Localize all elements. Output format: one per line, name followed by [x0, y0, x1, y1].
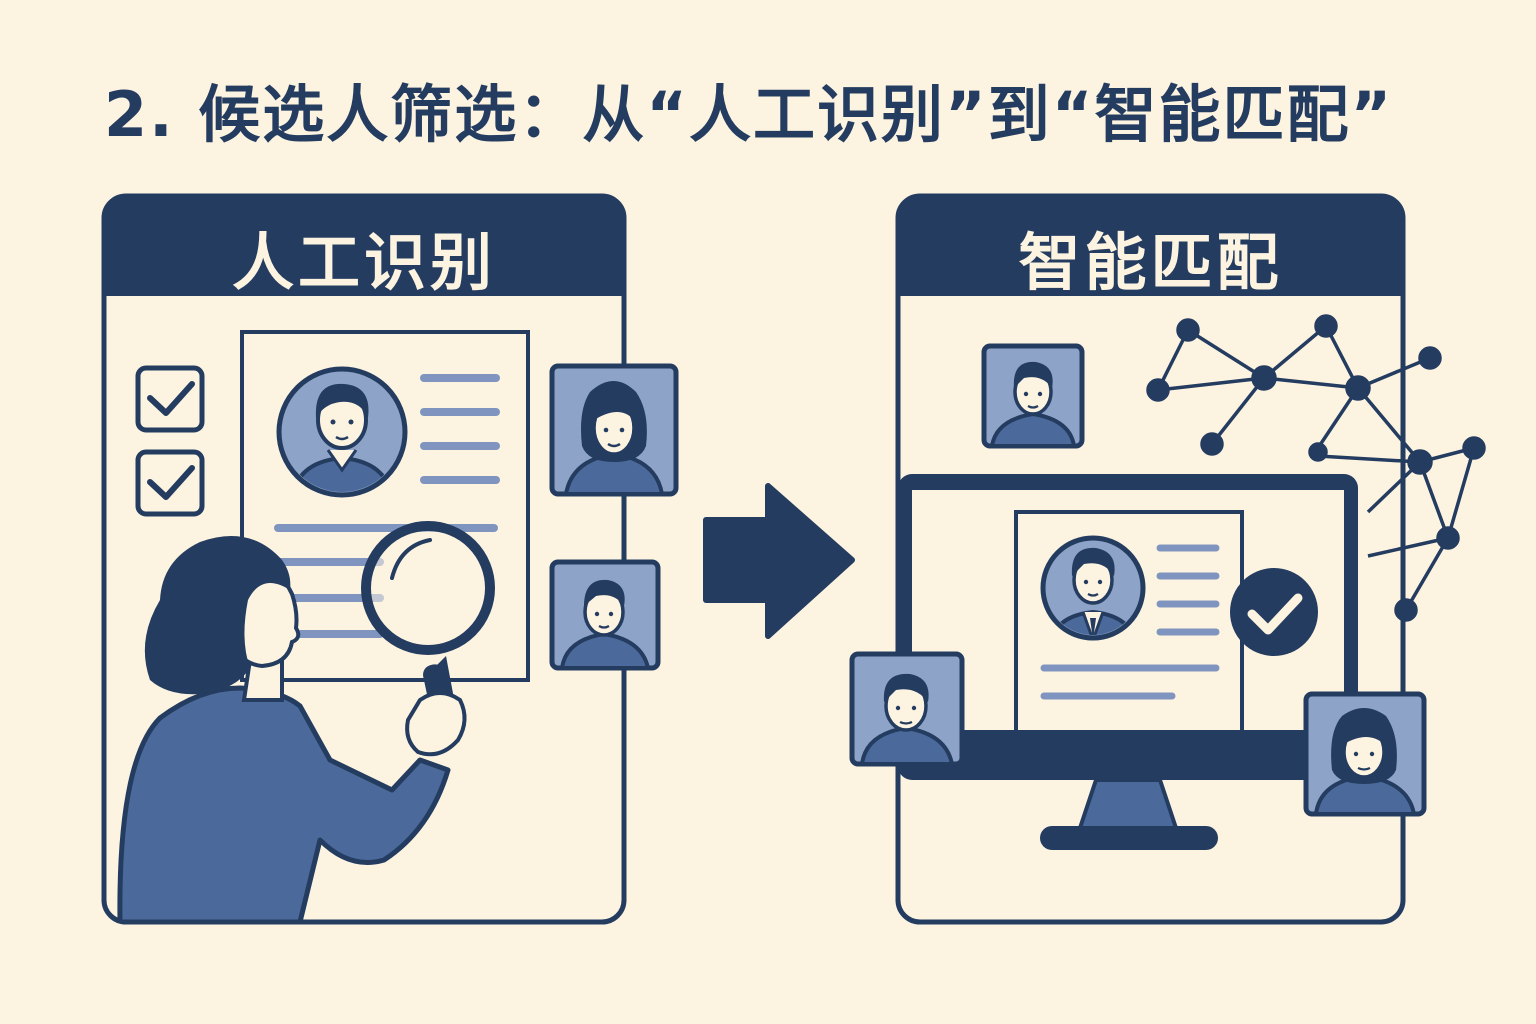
avatar-icon [1040, 535, 1146, 641]
smart-matching-header-bar [898, 196, 1403, 296]
avatar-icon [549, 559, 661, 671]
checkmark-circle-icon [1230, 568, 1318, 656]
avatar-icon [1303, 691, 1427, 817]
avatar-icon [276, 366, 408, 498]
network-graph-icon [1146, 314, 1486, 622]
reviewer-person [117, 536, 451, 922]
page-title: 2. 候选人筛选：从“人工识别”到“智能匹配” [104, 78, 1394, 151]
checkbox-checked-icon [135, 365, 205, 433]
manual-review-panel [101, 193, 679, 925]
smart-matching-panel [849, 193, 1486, 925]
arrow-right-icon [703, 483, 855, 639]
manual-review-header-bar [104, 196, 624, 296]
resume-text-lines [1040, 544, 1220, 700]
avatar-icon [981, 343, 1085, 449]
avatar-icon [849, 651, 965, 767]
checkbox-checked-icon [135, 449, 205, 517]
manual-review-heading: 人工识别 [231, 226, 496, 299]
magnifying-glass-icon [361, 521, 495, 757]
smart-matching-heading: 智能匹配 [1018, 226, 1283, 299]
monitor-icon [898, 474, 1358, 850]
avatar-icon [549, 363, 679, 497]
